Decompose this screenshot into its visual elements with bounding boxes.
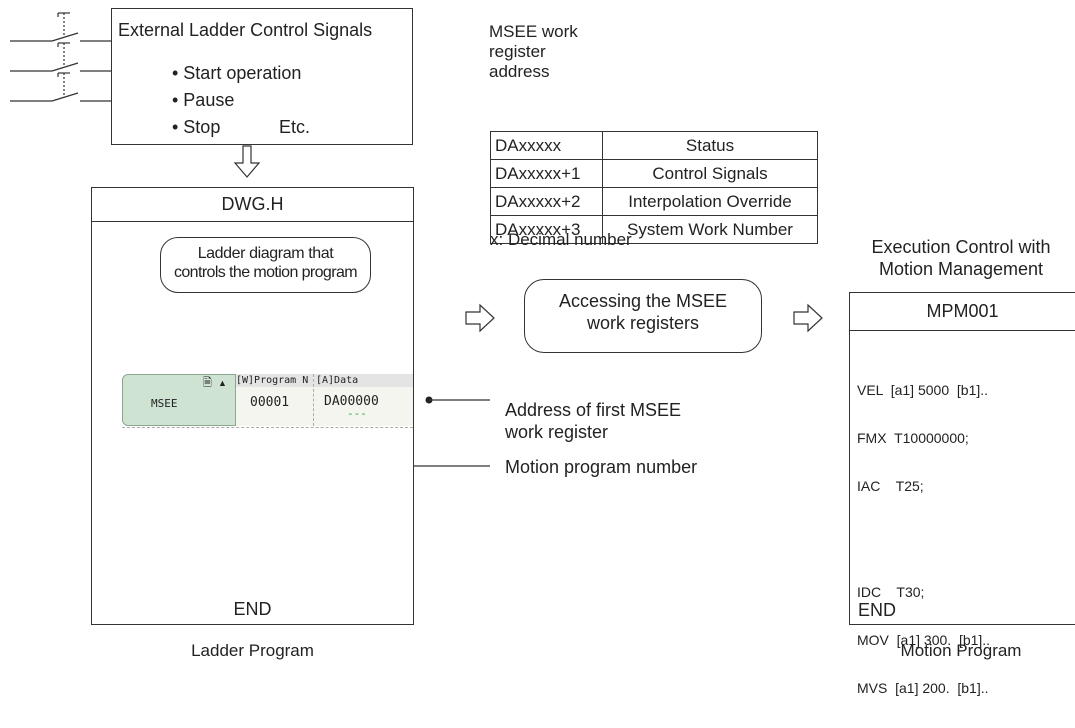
code-line: MVS [a1] 200. [b1].. (857, 680, 989, 696)
motion-program-box: MPM001 VEL [a1] 5000 [b1].. FMX T1000000… (849, 292, 1075, 696)
table-row: DAxxxxx+2 Interpolation Override (490, 187, 818, 216)
switch-1-icon (10, 12, 112, 42)
switch-3-icon (10, 72, 112, 102)
address-callout-line-2: work register (505, 422, 609, 442)
triangle-up-icon: ▲ (218, 378, 227, 388)
register-table: DAxxxxx Status DAxxxxx+1 Control Signals… (490, 131, 818, 244)
bubble-line-2: controls the motion program (173, 264, 358, 281)
data-address-sub: --- (347, 407, 367, 420)
right-arrow-1-icon (465, 303, 495, 333)
register-address: DAxxxxx+2 (490, 187, 603, 216)
ladder-title: DWG.H (92, 188, 413, 222)
program-number-value[interactable]: 00001 (250, 395, 290, 410)
program-number-callout: Motion program number (505, 457, 698, 477)
ladder-caption: Ladder Program (191, 641, 314, 660)
msee-instruction-name: MSEE (151, 397, 178, 410)
motion-end: END (858, 600, 897, 620)
external-signals-title: External Ladder Control Signals (118, 20, 373, 40)
document-icon: 🗎 (203, 377, 212, 389)
bubble-line-1: Ladder diagram that (197, 245, 334, 262)
program-number-header: [W]Program N (236, 374, 313, 387)
table-row: DAxxxxx+3 System Work Number (490, 215, 818, 244)
access-bubble-line-1: Accessing the MSEE (558, 291, 728, 311)
code-line: IDC T30; (857, 584, 925, 600)
right-arrow-2-icon (793, 303, 823, 333)
signal-start: • Start operation (172, 63, 302, 83)
register-header-line-2: register (489, 42, 546, 61)
msee-data-column: [A]Data DA00000 --- (314, 374, 413, 426)
code-line: VEL [a1] 5000 [b1].. (857, 382, 989, 398)
access-bubble-line-2: work registers (586, 313, 700, 333)
register-address: DAxxxxx+3 (490, 215, 603, 244)
data-address-value[interactable]: DA00000 (324, 394, 379, 409)
table-row: DAxxxxx Status (490, 131, 818, 160)
register-address: DAxxxxx+1 (490, 159, 603, 188)
down-arrow-icon (233, 145, 261, 178)
code-line: MOV [a1] 300. [b1].. (857, 632, 991, 648)
motion-caption: Motion Program (900, 641, 1022, 660)
switch-2-icon (10, 42, 112, 72)
code-line: FMX T10000000; (857, 430, 969, 446)
external-signals-box: External Ladder Control Signals • Start … (111, 8, 413, 145)
decimal-note: x: Decimal number (490, 230, 632, 249)
register-header-line-1: MSEE work (489, 22, 578, 41)
execution-control-title: Execution Control with Motion Management (850, 236, 1072, 280)
register-header-line-3: address (489, 62, 550, 81)
exec-title-line-1: Execution Control with (871, 237, 1051, 257)
motion-code: VEL [a1] 5000 [b1].. FMX T10000000; IAC … (857, 350, 990, 728)
register-label: System Work Number (602, 215, 818, 244)
address-callout-line-1: Address of first MSEE (505, 400, 682, 420)
data-address-header: [A]Data (314, 374, 413, 387)
register-label: Control Signals (602, 159, 818, 188)
ladder-description-bubble: Ladder diagram that controls the motion … (160, 237, 371, 293)
address-callout: Address of first MSEE work register (505, 399, 681, 443)
code-line: IAC T25; (857, 478, 924, 494)
code-line (857, 526, 990, 542)
signal-etc: Etc. (279, 117, 311, 137)
register-label: Status (602, 131, 818, 160)
msee-instruction-block[interactable]: 🗎 ▲ MSEE [W]Program N 00001 [A]Data DA00… (122, 374, 413, 428)
ladder-end: END (233, 599, 272, 619)
exec-title-line-2: Motion Management (878, 259, 1044, 279)
access-registers-bubble: Accessing the MSEE work registers (524, 279, 762, 353)
register-header: MSEE work register address (489, 22, 578, 82)
table-row: DAxxxxx+1 Control Signals (490, 159, 818, 188)
register-label: Interpolation Override (602, 187, 818, 216)
msee-program-column: [W]Program N 00001 (236, 374, 314, 426)
motion-program-title: MPM001 (850, 293, 1075, 331)
signal-pause: • Pause (172, 90, 235, 110)
register-address: DAxxxxx (490, 131, 603, 160)
msee-block-label-area: 🗎 ▲ MSEE (122, 374, 236, 426)
signal-stop: • Stop (172, 117, 221, 137)
